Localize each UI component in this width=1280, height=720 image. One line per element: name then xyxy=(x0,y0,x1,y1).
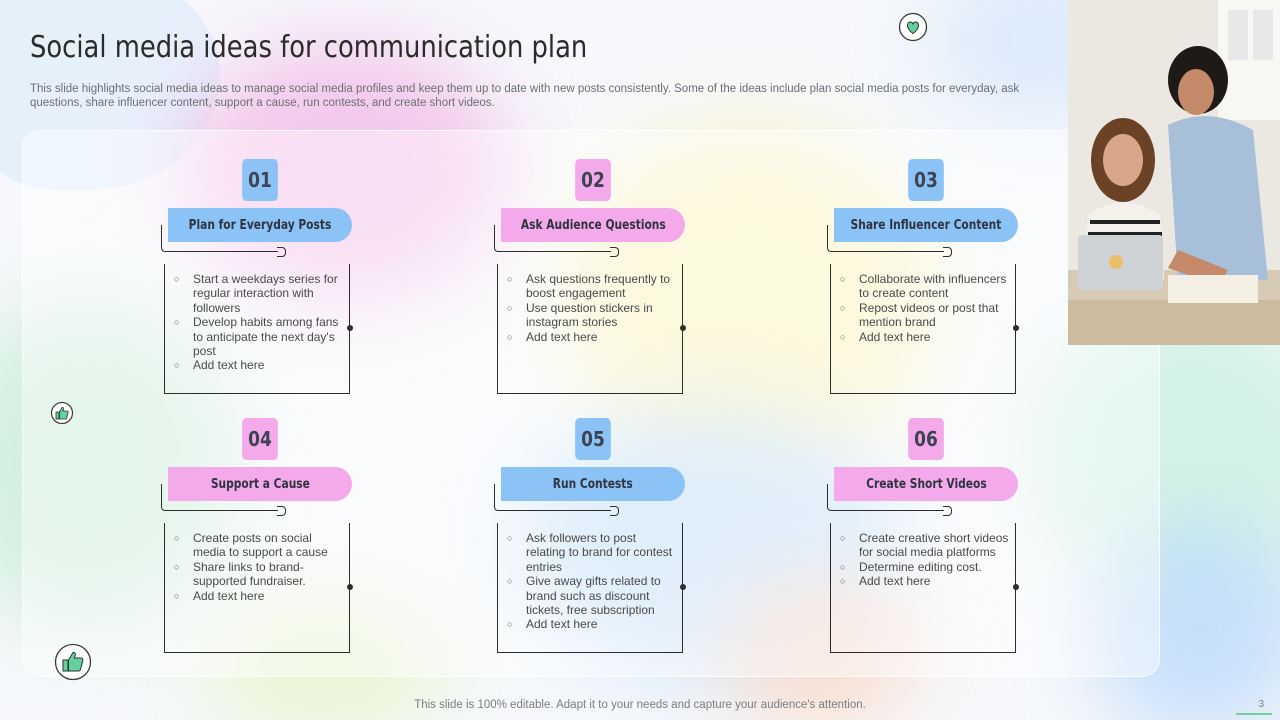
card-connector xyxy=(161,484,286,516)
card-number-06: 06 xyxy=(908,418,944,460)
list-item: Give away gifts related to brand such as… xyxy=(507,574,676,617)
slide-description: This slide highlights social media ideas… xyxy=(30,83,1020,109)
list-item: Ask questions frequently to boost engage… xyxy=(507,272,676,301)
card-body-02: Ask questions frequently to boost engage… xyxy=(497,264,686,394)
card-bullet-list: Create posts on social media to support … xyxy=(165,523,349,603)
list-item: Share links to brand-supported fundraise… xyxy=(174,560,343,589)
card-body-05: Ask followers to post relating to brand … xyxy=(497,523,686,653)
card-title-03: Share Influencer Content xyxy=(834,208,1018,242)
card-title-01: Plan for Everyday Posts xyxy=(168,208,352,242)
card-bullet-list: Collaborate with influencers to create c… xyxy=(831,264,1015,344)
list-item: Add text here xyxy=(174,589,343,604)
list-item: Determine editing cost. xyxy=(840,560,1009,575)
thumbs-up-badge-icon xyxy=(54,643,92,681)
card-body-04: Create posts on social media to support … xyxy=(164,523,353,653)
card-number-05: 05 xyxy=(575,418,611,460)
list-item: Add text here xyxy=(507,617,676,632)
slide-title: Social media ideas for communication pla… xyxy=(30,30,588,65)
list-item: Develop habits among fans to anticipate … xyxy=(174,315,343,358)
list-item: Add text here xyxy=(840,330,1009,345)
card-number-04: 04 xyxy=(242,418,278,460)
card-title-label: Support a Cause xyxy=(210,476,310,492)
list-item: Add text here xyxy=(174,358,343,373)
page-number: 3 xyxy=(1258,699,1264,710)
card-title-label: Create Short Videos xyxy=(865,476,987,492)
card-number-01: 01 xyxy=(242,159,278,201)
thumbs-up-icon xyxy=(50,401,74,425)
card-bullet-list: Create creative short videos for social … xyxy=(831,523,1015,589)
card-body-06: Create creative short videos for social … xyxy=(830,523,1019,653)
list-item: Use question stickers in instagram stori… xyxy=(507,301,676,330)
card-number-02: 02 xyxy=(575,159,611,201)
card-bullet-list: Ask followers to post relating to brand … xyxy=(498,523,682,632)
page-indicator-line xyxy=(1236,713,1272,715)
card-title-06: Create Short Videos xyxy=(834,467,1018,501)
list-item: Collaborate with influencers to create c… xyxy=(840,272,1009,301)
card-bullet-list: Ask questions frequently to boost engage… xyxy=(498,264,682,344)
list-item: Repost videos or post that mention brand xyxy=(840,301,1009,330)
card-title-05: Run Contests xyxy=(501,467,685,501)
card-title-label: Plan for Everyday Posts xyxy=(188,217,332,233)
card-connector xyxy=(494,484,619,516)
team-photo xyxy=(1068,0,1280,345)
card-title-label: Ask Audience Questions xyxy=(520,217,666,233)
list-item: Create creative short videos for social … xyxy=(840,531,1009,560)
list-item: Start a weekdays series for regular inte… xyxy=(174,272,343,315)
card-title-02: Ask Audience Questions xyxy=(501,208,685,242)
card-body-03: Collaborate with influencers to create c… xyxy=(830,264,1019,394)
heart-icon xyxy=(898,12,928,42)
list-item: Add text here xyxy=(840,574,1009,589)
card-bullet-list: Start a weekdays series for regular inte… xyxy=(165,264,349,373)
card-connector xyxy=(161,225,286,257)
card-number-03: 03 xyxy=(908,159,944,201)
footer-note: This slide is 100% editable. Adapt it to… xyxy=(414,699,866,711)
list-item: Add text here xyxy=(507,330,676,345)
list-item: Ask followers to post relating to brand … xyxy=(507,531,676,574)
card-connector xyxy=(827,484,952,516)
card-title-04: Support a Cause xyxy=(168,467,352,501)
list-item: Create posts on social media to support … xyxy=(174,531,343,560)
card-title-label: Run Contests xyxy=(553,476,633,492)
card-title-label: Share Influencer Content xyxy=(850,217,1002,233)
card-connector xyxy=(827,225,952,257)
card-body-01: Start a weekdays series for regular inte… xyxy=(164,264,353,394)
card-connector xyxy=(494,225,619,257)
